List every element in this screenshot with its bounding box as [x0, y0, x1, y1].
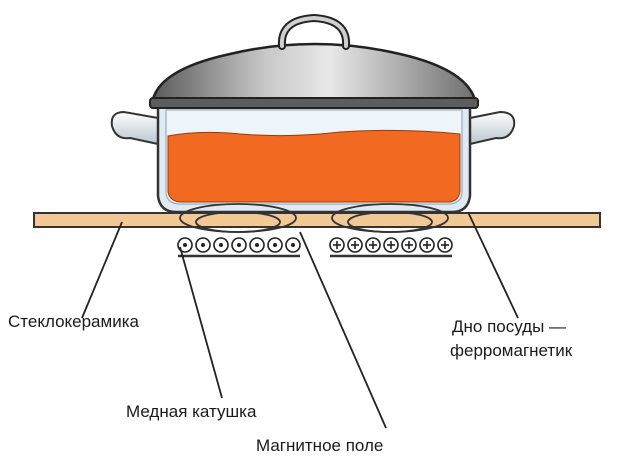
- coil-turn-plus: [383, 237, 399, 253]
- coil-turn-dot: [213, 237, 229, 253]
- coil-turn-plus: [401, 237, 417, 253]
- coil-turn-dot: [249, 237, 265, 253]
- label-copper-coil: Медная катушка: [126, 402, 257, 421]
- coil-turn-plus: [329, 237, 345, 253]
- copper-coil-right: [329, 237, 453, 253]
- pot-handle-left: [110, 110, 159, 146]
- coil-turn-dot: [267, 237, 283, 253]
- copper-coil-left: [177, 237, 301, 253]
- coil-turn-dot: [177, 237, 193, 253]
- coil-turn-dot: [195, 237, 211, 253]
- coil-turn-plus: [437, 237, 453, 253]
- leader-lines: [81, 211, 519, 429]
- label-glass-ceramic: Стеклокерамика: [8, 312, 140, 331]
- pot-lid: [149, 42, 479, 109]
- leader-magnetic-field: [299, 231, 387, 429]
- coil-turn-dot: [231, 237, 247, 253]
- coil-turn-plus: [365, 237, 381, 253]
- leader-copper-coil: [179, 246, 223, 399]
- leader-glass-ceramic: [81, 221, 123, 319]
- leader-pot-bottom: [467, 211, 519, 319]
- label-pot-bottom-line1: Дно посуды —: [452, 317, 566, 336]
- coil-turn-dot: [285, 237, 301, 253]
- coil-turn-plus: [347, 237, 363, 253]
- magnetic-field-loops: [179, 203, 449, 233]
- label-magnetic-field: Магнитное поле: [256, 436, 383, 455]
- glass-ceramic-plate: [33, 212, 601, 228]
- label-pot-bottom-line2: ферромагнетик: [450, 341, 573, 360]
- lid-knob-handle: [277, 13, 351, 50]
- liquid: [167, 129, 461, 203]
- pot-handle-right: [469, 110, 516, 146]
- coil-turn-plus: [419, 237, 435, 253]
